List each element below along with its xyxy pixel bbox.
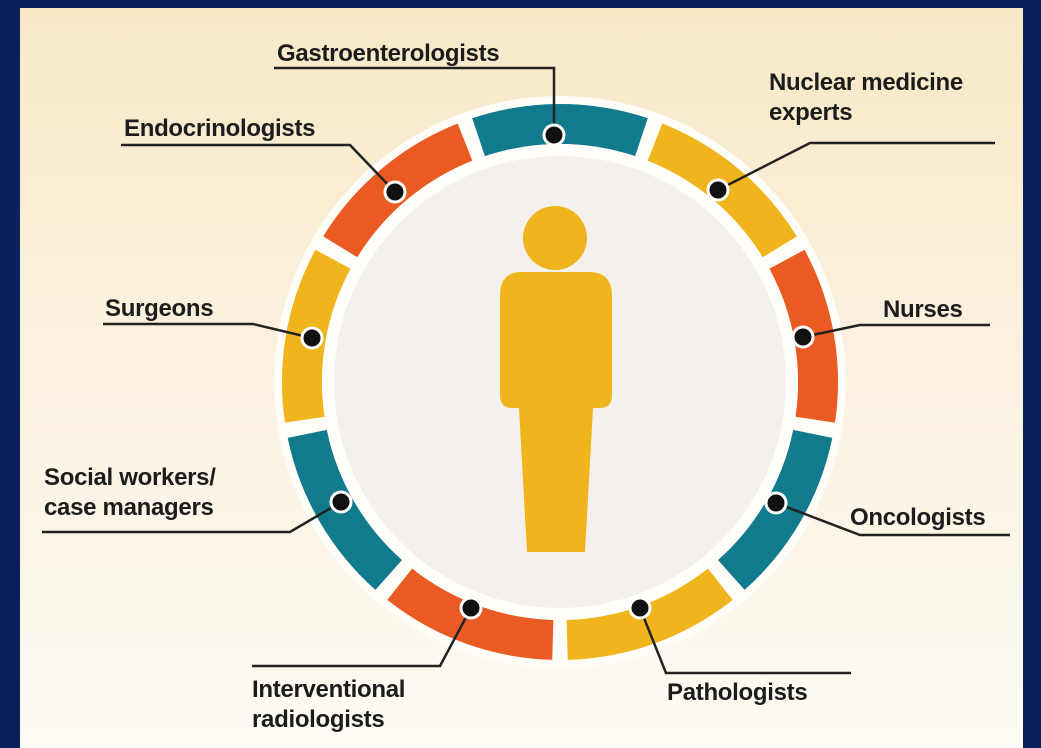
person-icon — [500, 206, 612, 552]
label-interventional-line2: radiologists — [252, 706, 384, 733]
dot-pathologists — [628, 596, 652, 620]
label-endocrinologists: Endocrinologists — [124, 115, 315, 142]
dot-gastroenterologists — [542, 123, 566, 147]
dot-interventional — [459, 596, 483, 620]
label-interventional-line1: Interventional — [252, 676, 405, 703]
label-oncologists: Oncologists — [850, 504, 985, 531]
dot-surgeons — [300, 326, 324, 350]
label-surgeons: Surgeons — [105, 295, 213, 322]
label-nuclear-line2: experts — [769, 99, 852, 126]
leader-nurses — [802, 323, 990, 339]
dot-endocrinologists — [383, 180, 407, 204]
dot-oncologists — [764, 491, 788, 515]
leader-social-workers — [42, 500, 342, 534]
leader-endocrinologists — [121, 143, 396, 193]
leader-oncologists — [775, 501, 1010, 537]
anchor-dots — [300, 123, 815, 620]
dot-nuclear-medicine — [706, 178, 730, 202]
leader-nuclear-medicine — [717, 141, 995, 192]
leader-pathologists — [638, 607, 851, 675]
label-nuclear-line1: Nuclear medicine — [769, 69, 963, 96]
dot-social-workers — [329, 490, 353, 514]
label-gastroenterologists: Gastroenterologists — [277, 40, 499, 67]
leader-gastroenterologists — [274, 66, 556, 135]
leader-lines — [42, 66, 1010, 675]
dot-nurses — [791, 325, 815, 349]
leader-interventional — [252, 607, 473, 668]
leader-surgeons — [103, 322, 313, 340]
label-pathologists: Pathologists — [667, 679, 807, 706]
label-nurses: Nurses — [883, 296, 963, 323]
label-social-line2: case managers — [44, 494, 214, 521]
label-social-line1: Social workers/ — [44, 464, 216, 491]
